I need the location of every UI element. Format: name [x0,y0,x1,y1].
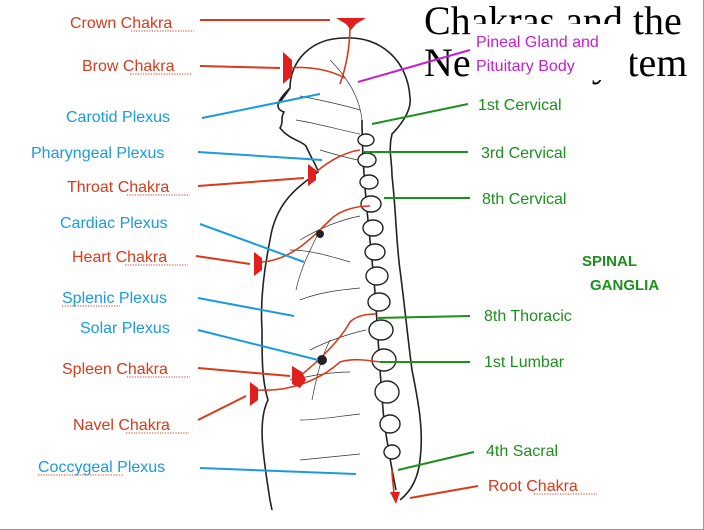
vertebra [371,348,397,372]
brow-chakra-marker [283,52,292,84]
vertebra [379,414,401,434]
s4-pointer [397,451,475,471]
cardiac-plexus-node [316,230,324,238]
cardiac-pointer [199,223,305,263]
label-carotid-plexus: Carotid Plexus [66,109,170,126]
vertebra [367,292,391,312]
label-1st-lumbar: 1st Lumbar [484,354,565,371]
coccygeal-pointer [199,467,357,475]
heart-chakra-marker [254,252,262,276]
label-solar-plexus: Solar Plexus [80,320,170,337]
label-spinal: SPINAL [582,253,637,270]
label-crown-chakra: Crown Chakra [70,15,172,32]
carotid-pointer [201,93,321,119]
navel-pointer [197,395,247,421]
label-pineal-gland-line-1: Pineal Gland and [476,34,599,51]
pharyngeal-pointer [197,151,323,161]
label-brow-chakra: Brow Chakra [82,58,175,75]
label-navel-chakra: Navel Chakra [73,417,170,434]
label-pharyngeal-plexus: Pharyngeal Plexus [31,145,164,162]
root-pointer [409,485,479,499]
vertebra [359,174,379,190]
heart-pointer [195,255,251,265]
navel-chakra-marker [250,382,258,406]
vertebra [364,243,386,261]
label-1st-cervical: 1st Cervical [478,97,562,114]
label-8th-cervical: 8th Cervical [482,191,566,208]
label-3rd-cervical: 3rd Cervical [481,145,566,162]
vertebra [360,195,382,213]
vertebra [383,444,401,460]
label-ganglia: GANGLIA [590,277,659,294]
vertebra [357,133,375,147]
throat-chakra-marker [308,164,316,186]
pineal-pointer [357,49,471,83]
label-coccygeal-plexus: Coccygeal Plexus [38,459,165,476]
label-root-chakra: Root Chakra [488,478,578,495]
splenic-pointer [197,297,295,317]
vertebra [357,152,377,168]
label-4th-sacral: 4th Sacral [486,443,558,460]
vertebra [368,319,394,341]
label-8th-thoracic: 8th Thoracic [484,308,572,325]
chakra-channels [257,24,395,497]
nerve-network [289,59,369,461]
spleen-pointer [197,367,291,377]
vertebra [365,266,389,286]
spleen-chakra-marker [292,366,306,388]
root-chakra-marker [390,492,400,504]
label-spleen-chakra: Spleen Chakra [62,361,168,378]
crown-chakra-marker [336,18,366,30]
body-outline [260,37,423,511]
vertebra [374,380,400,404]
label-cardiac-plexus: Cardiac Plexus [60,215,168,232]
c1-pointer [371,103,469,125]
label-heart-chakra: Heart Chakra [72,249,167,266]
label-pineal-gland-line-2: Pituitary Body [476,58,575,75]
pointer-lines [195,19,479,499]
spine [357,119,401,491]
throat-pointer [197,177,305,187]
vertebra [362,219,384,237]
label-splenic-plexus: Splenic Plexus [62,290,167,307]
brow-pointer [199,65,281,69]
solar-pointer [197,329,319,361]
t8-pointer [377,315,471,319]
solar-plexus-node [317,355,327,365]
label-throat-chakra: Throat Chakra [67,179,169,196]
chakra-markers [250,18,400,504]
label-backdrop [470,24,630,80]
